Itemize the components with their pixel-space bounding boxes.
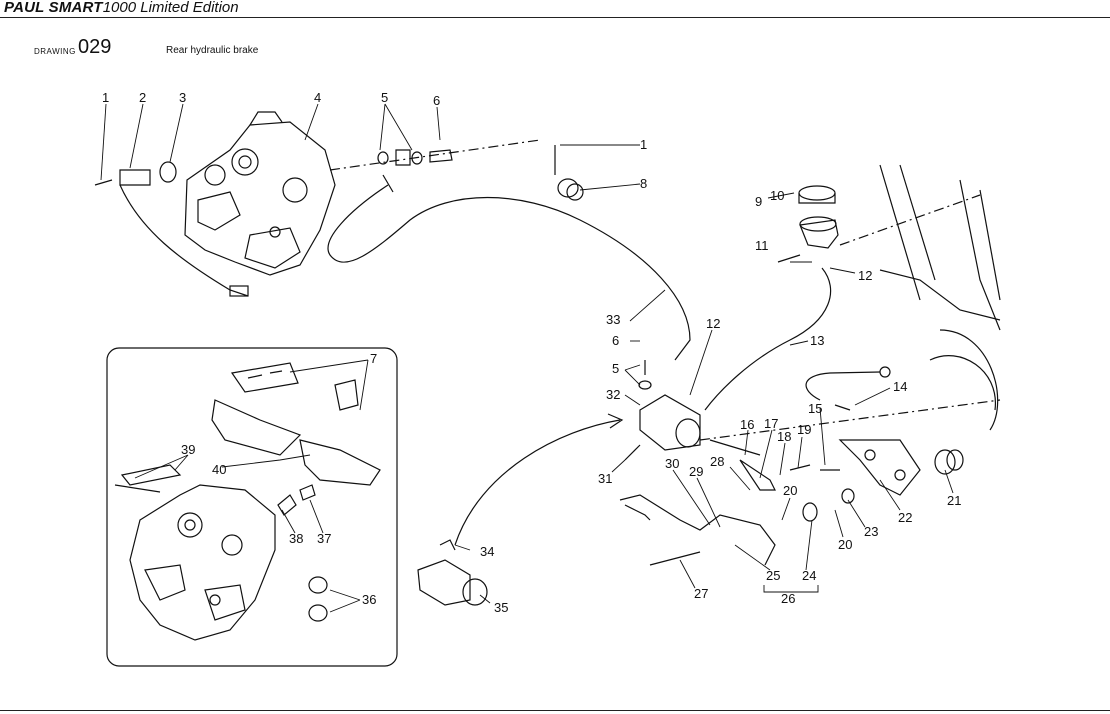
alignment-line-upper bbox=[329, 139, 541, 171]
callout-13: 13 bbox=[810, 333, 824, 348]
callout-20: 20 bbox=[783, 483, 797, 498]
callout-4: 4 bbox=[314, 90, 321, 105]
callout-19: 19 bbox=[797, 422, 811, 437]
inset-caliper-body bbox=[129, 484, 276, 641]
brake-pad-sensor-wire bbox=[119, 184, 249, 297]
callout-12: 12 bbox=[706, 316, 720, 331]
callout-18: 18 bbox=[777, 429, 791, 444]
callout-17: 17 bbox=[764, 416, 778, 431]
brake-hose-upper bbox=[327, 174, 691, 361]
callout-33: 33 bbox=[606, 312, 620, 327]
callout-9: 9 bbox=[755, 194, 762, 209]
callout-11: 11 bbox=[755, 238, 769, 253]
callout-27: 27 bbox=[694, 586, 708, 601]
callout-1: 1 bbox=[102, 90, 109, 105]
inset-pad-clip bbox=[334, 379, 359, 411]
drawing-title: Rear hydraulic brake bbox=[166, 45, 259, 56]
callout-3: 3 bbox=[179, 90, 186, 105]
callout-15: 15 bbox=[808, 401, 822, 416]
reservoir-hose bbox=[704, 267, 832, 411]
callout-37: 37 bbox=[317, 531, 331, 546]
callout-36: 36 bbox=[362, 592, 376, 607]
callout-22: 22 bbox=[898, 510, 912, 525]
callout-31: 31 bbox=[598, 471, 612, 486]
callout-29: 29 bbox=[689, 464, 703, 479]
brand-title: PAUL SMART1000 Limited Edition bbox=[4, 0, 239, 16]
callout-5: 5 bbox=[381, 90, 388, 105]
callout-5: 5 bbox=[612, 361, 619, 376]
detail-pointer-arrow bbox=[454, 413, 624, 546]
callout-32: 32 bbox=[606, 387, 620, 402]
callout-1: 1 bbox=[640, 137, 647, 152]
frame-outline bbox=[879, 164, 1001, 431]
detail-master-cylinder bbox=[417, 539, 488, 606]
footrest-bracket bbox=[820, 439, 964, 496]
callout-35: 35 bbox=[494, 600, 508, 615]
brand-edition: 1000 Limited Edition bbox=[102, 0, 239, 16]
drawing-label: DRAWING bbox=[34, 47, 76, 56]
callout-16: 16 bbox=[740, 417, 754, 432]
callout-39: 39 bbox=[181, 442, 195, 457]
callout-21: 21 bbox=[947, 493, 961, 508]
footer-rule bbox=[0, 710, 1110, 711]
callout-2: 2 bbox=[139, 90, 146, 105]
page-header: PAUL SMART1000 Limited Edition bbox=[0, 0, 1110, 22]
brake-light-switch bbox=[805, 366, 891, 411]
inset-bleed-valve bbox=[277, 484, 316, 516]
drawing-number: 029 bbox=[78, 36, 112, 58]
callout-40: 40 bbox=[212, 462, 226, 477]
callout-12: 12 bbox=[858, 268, 872, 283]
callout-10: 10 bbox=[770, 188, 784, 203]
callout-14: 14 bbox=[893, 379, 907, 394]
alignment-line-reservoir bbox=[839, 194, 981, 246]
inset-plugs bbox=[308, 576, 328, 622]
header-rule bbox=[0, 17, 1110, 18]
callout-26: 26 bbox=[781, 591, 795, 606]
brand-name: PAUL SMART bbox=[4, 0, 103, 16]
callout-7: 7 bbox=[370, 351, 377, 366]
rear-master-cylinder bbox=[624, 360, 701, 461]
callout-25: 25 bbox=[766, 568, 780, 583]
inset-pad-pin bbox=[114, 464, 182, 493]
callout-8: 8 bbox=[640, 176, 647, 191]
callout-6: 6 bbox=[612, 333, 619, 348]
callout-6: 6 bbox=[433, 93, 440, 108]
grommet-mount bbox=[554, 145, 584, 201]
caliper-pin bbox=[94, 161, 177, 186]
caliper-assembly bbox=[184, 111, 336, 276]
inset-detail-frame bbox=[106, 347, 398, 667]
callout-24: 24 bbox=[802, 568, 816, 583]
pushrod-and-lever bbox=[619, 439, 855, 566]
leader-lines bbox=[100, 103, 954, 613]
inset-brake-pads bbox=[211, 399, 381, 486]
callout-34: 34 bbox=[480, 544, 494, 559]
callout-38: 38 bbox=[289, 531, 303, 546]
callout-30: 30 bbox=[665, 456, 679, 471]
brake-reservoir bbox=[777, 185, 839, 263]
callout-28: 28 bbox=[710, 454, 724, 469]
callout-23: 23 bbox=[864, 524, 878, 539]
inset-pad-spring bbox=[230, 362, 299, 393]
callout-20: 20 bbox=[838, 537, 852, 552]
